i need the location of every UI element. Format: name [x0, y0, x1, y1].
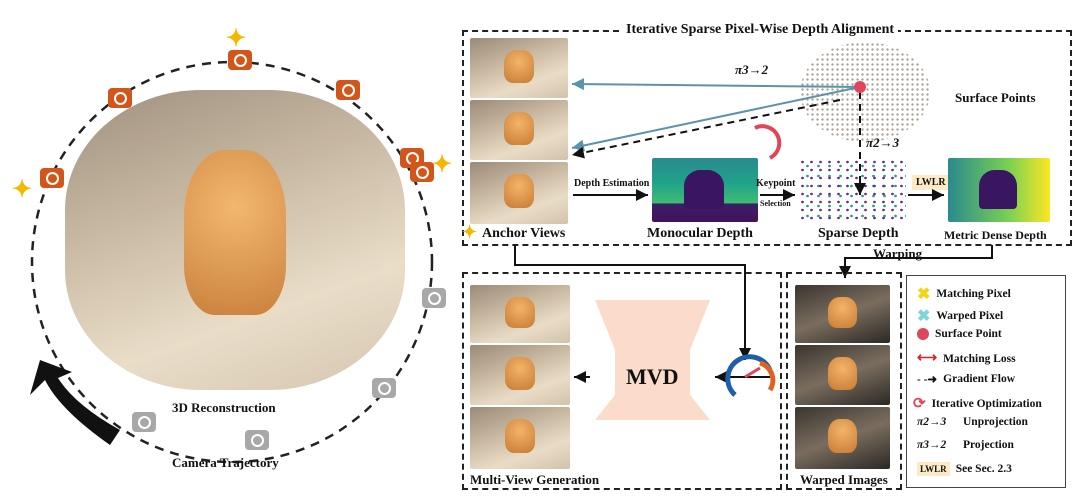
red-dot-icon [917, 328, 929, 340]
camera-icon-generated [245, 430, 269, 450]
unprojection-symbol: π2→3 [866, 135, 900, 150]
scene-image-kitten [65, 90, 405, 390]
projection-symbol: π3→2 [735, 62, 769, 77]
camera-icon-generated [372, 378, 396, 398]
monocular-depth-label: Monocular Depth [647, 226, 753, 241]
warping-label: Warping [873, 246, 923, 261]
gradient-flow-arrow [571, 99, 841, 159]
projection-arrow [571, 86, 861, 152]
legend-warped-pixel: ✖Warped Pixel [917, 308, 1004, 325]
camera-icon-anchor [410, 162, 434, 182]
red-double-arrow-icon: ⟷ [917, 351, 938, 366]
camera-icon-generated [132, 412, 156, 432]
camera-icon-generated [422, 288, 446, 308]
anchor-views-label: Anchor Views [482, 226, 566, 241]
projection-arrow [571, 78, 861, 91]
multi-view-image [470, 285, 570, 343]
warped-image [795, 345, 890, 405]
mvd-label: MVD [626, 364, 679, 389]
keypoint-label: Keypoint [756, 178, 796, 189]
legend-gradient-flow: - -➜Gradient Flow [917, 373, 1016, 386]
warped-box [786, 272, 902, 490]
depth-estimation-label: Depth Estimation [574, 178, 650, 189]
cycle-arrows-icon: ⟳ [913, 396, 926, 412]
legend-box: ✖Matching Pixel ✖Warped Pixel Surface Po… [906, 275, 1066, 488]
warped-image [795, 285, 890, 343]
camera-icon-anchor [108, 88, 132, 108]
iterative-optimization-icon [754, 124, 782, 160]
metric-dense-depth-image [948, 158, 1050, 222]
warped-image [795, 407, 890, 469]
metric-dense-depth-label: Metric Dense Depth [944, 228, 1047, 242]
anchor-view-image [470, 38, 568, 98]
camera-trajectory-circle [30, 60, 434, 464]
camera-icon-anchor [228, 50, 252, 70]
trajectory-arrow [30, 360, 120, 445]
sparkle-icon: ✦ [462, 222, 478, 242]
reconstruction-label: 3D Reconstruction [172, 400, 276, 415]
dashed-arrow-icon: - -➜ [917, 374, 938, 386]
legend-matching-pixel: ✖Matching Pixel [917, 286, 1011, 303]
monocular-depth-image [652, 158, 758, 222]
legend-surface-point: Surface Point [917, 328, 1002, 340]
surface-points-cloud [800, 42, 930, 142]
sparkle-icon: ✦ [432, 152, 453, 178]
surface-points-label: Surface Points [955, 90, 1036, 105]
camera-icon-anchor [40, 168, 64, 188]
multi-view-image [470, 407, 570, 469]
sparkle-icon: ✦ [12, 177, 33, 203]
cyan-cross-icon: ✖ [917, 308, 931, 325]
legend-iterative-optimization: ⟳Iterative Optimization [913, 396, 1042, 412]
trajectory-label: Camera Trajectory [172, 455, 279, 470]
scheduler-gauge-icon [725, 354, 773, 397]
surface-point-marker [854, 81, 866, 93]
legend-matching-loss: ⟷Matching Loss [917, 351, 1016, 366]
lwlr-label: LWLR [912, 175, 950, 190]
mvd-network-shape [595, 300, 710, 420]
alignment-title: Iterative Sparse Pixel-Wise Depth Alignm… [622, 22, 899, 38]
camera-icon-anchor [336, 80, 360, 100]
multi-view-label: Multi-View Generation [470, 472, 600, 487]
sparse-depth-label: Sparse Depth [818, 226, 899, 241]
anchor-view-image [470, 100, 568, 160]
sparse-depth-image [798, 158, 906, 222]
warped-label: Warped Images [800, 472, 888, 487]
multi-view-image [470, 345, 570, 405]
selection-label: Selection [760, 199, 791, 208]
anchor-view-image [470, 162, 568, 224]
sparkle-icon: ✦ [226, 26, 247, 52]
yellow-cross-icon: ✖ [917, 286, 931, 303]
generation-box [462, 272, 782, 490]
